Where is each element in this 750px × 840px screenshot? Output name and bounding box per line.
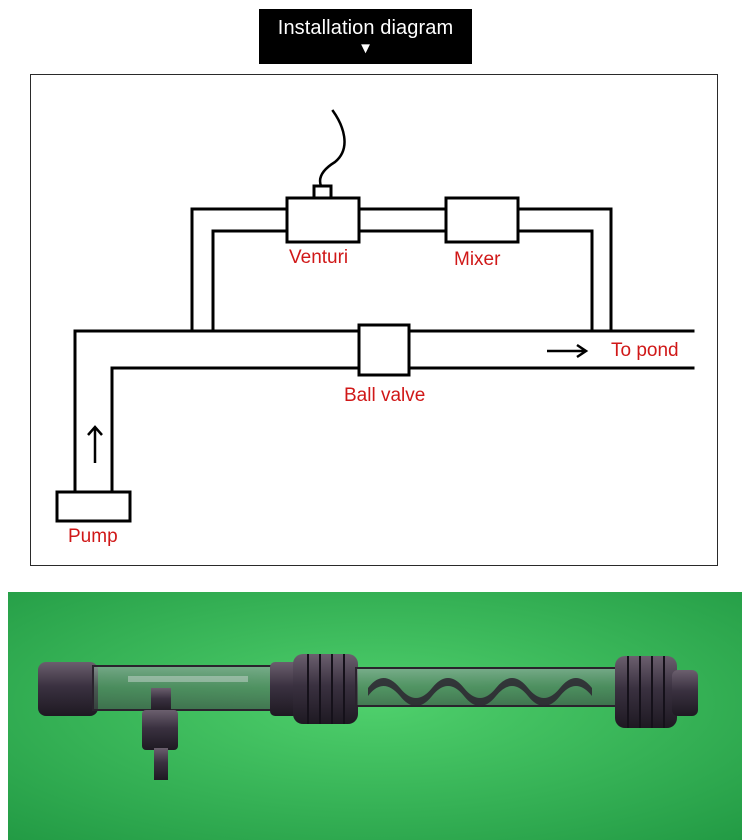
venturi-body [92,665,279,711]
venturi-port [312,184,333,200]
mixer-label: Mixer [454,249,501,270]
product-photo [8,592,742,840]
venturi-box [285,196,361,244]
diagram-frame [30,74,718,566]
bypass-pipe-inner-wall [211,229,594,333]
ball-valve-box [357,323,411,377]
diagram-title-banner: Installation diagram ▼ [259,9,472,64]
outlet-cap [672,670,698,716]
diagram-title: Installation diagram [277,17,454,39]
venturi-label: Venturi [289,247,349,268]
up-arrow-icon [87,425,103,463]
main-pipe-outer-wall [73,329,695,496]
mixer-box [444,196,520,244]
down-arrow-icon: ▼ [358,40,373,57]
bypass-pipe-outer-wall [190,207,613,333]
ball-valve-label: Ball valve [344,385,426,406]
to-pond-label: To pond [611,340,679,361]
pump-box [55,490,132,523]
suction-hose [318,109,346,188]
right-arrow-icon [547,343,589,359]
main-pipe-inner-wall [110,366,695,496]
union-right [615,656,677,728]
pump-label: Pump [68,526,118,547]
inlet-cap [38,662,98,716]
installation-diagram [55,109,695,523]
union-left [293,654,358,724]
suction-port [151,688,171,712]
